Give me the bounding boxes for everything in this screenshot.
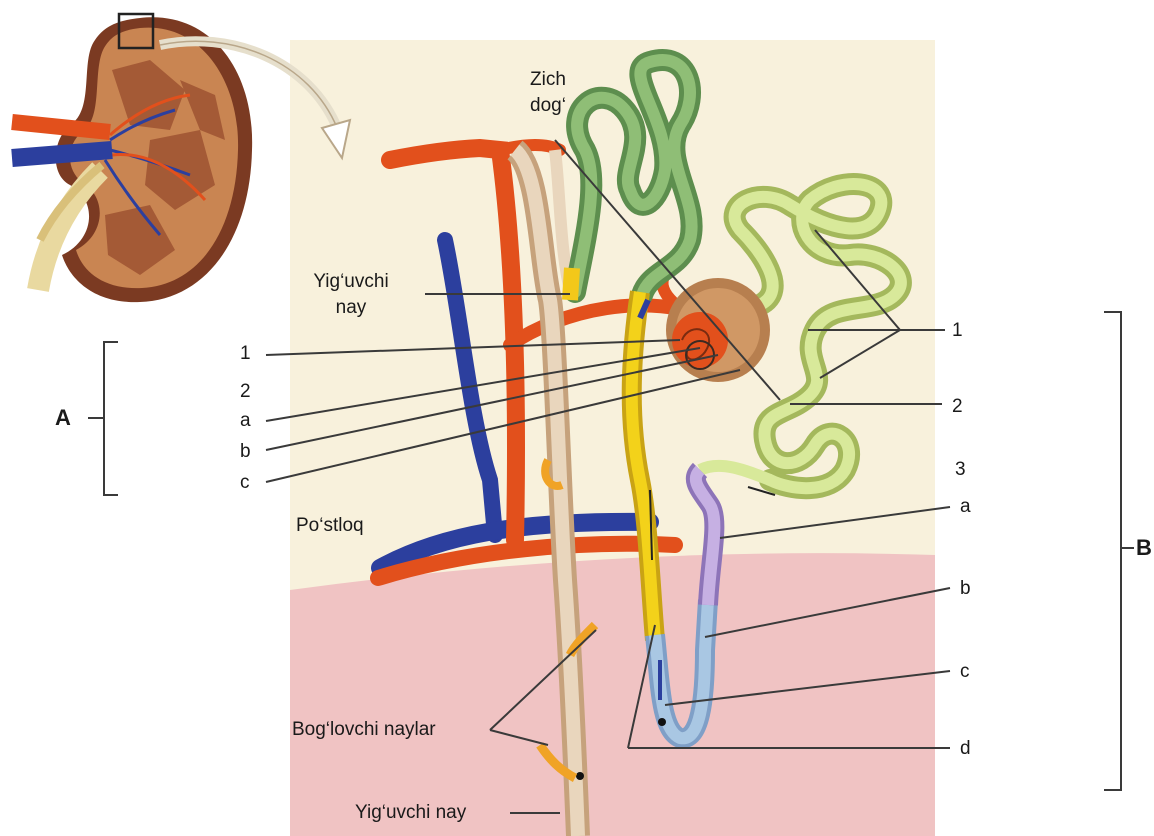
bracket-b bbox=[1104, 312, 1134, 790]
bracket-a bbox=[88, 342, 118, 495]
label-left-a: a bbox=[240, 410, 251, 432]
glomerulus bbox=[666, 278, 770, 382]
label-dog: dog‘ bbox=[518, 95, 578, 117]
label-right-d: d bbox=[960, 738, 971, 760]
label-left-2: 2 bbox=[240, 381, 251, 403]
label-left-b: b bbox=[240, 441, 251, 463]
label-zich: Zich bbox=[518, 69, 578, 91]
label-yiguvchi-nay-bottom: Yig‘uvchi nay bbox=[355, 802, 466, 824]
medulla-region bbox=[290, 553, 935, 836]
label-right-b: b bbox=[960, 578, 971, 600]
label-left-c: c bbox=[240, 472, 250, 494]
label-right-1: 1 bbox=[952, 320, 963, 342]
label-right-a: a bbox=[960, 496, 971, 518]
label-yiguvchi-nay-top-2: nay bbox=[296, 297, 406, 319]
label-right-c: c bbox=[960, 661, 970, 683]
label-bracket-a: A bbox=[55, 407, 71, 429]
label-right-3: 3 bbox=[955, 459, 966, 481]
label-yiguvchi-nay-top-1: Yig‘uvchi bbox=[296, 271, 406, 293]
label-boglovchi-naylar: Bog‘lovchi naylar bbox=[292, 719, 436, 741]
label-right-2: 2 bbox=[952, 396, 963, 418]
label-left-1: 1 bbox=[240, 343, 251, 365]
kidney-inset bbox=[12, 14, 252, 302]
label-postloq: Po‘stloq bbox=[296, 515, 364, 537]
label-bracket-b: B bbox=[1136, 537, 1152, 559]
